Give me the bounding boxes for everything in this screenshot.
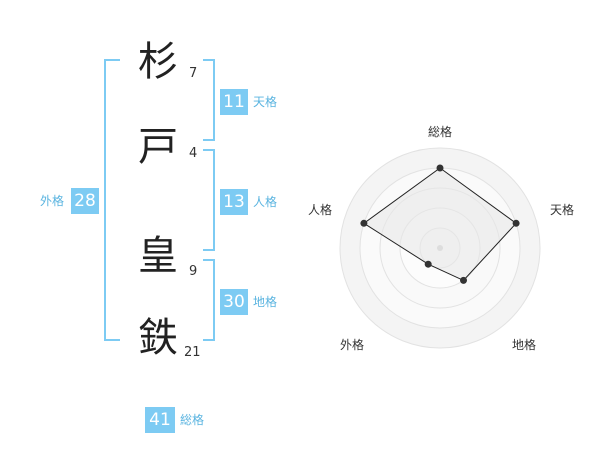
gai-kaku-badge: 28 [71, 188, 99, 214]
radar-axis-label-chi: 地格 [511, 338, 536, 352]
radar-axis-label-gai: 外格 [339, 338, 364, 352]
stroke-count-2: 4 [189, 146, 198, 161]
ten-kaku-badge: 11 [220, 89, 248, 115]
name-char-2: 戸 [138, 124, 178, 170]
ten-kaku-bracket [203, 59, 215, 141]
radar-point-4 [424, 260, 432, 268]
radar-axis-label-ten: 天格 [549, 203, 574, 217]
name-char-1: 杉 [138, 39, 178, 85]
jin-kaku-bracket [203, 149, 215, 251]
radar-series-polygon [363, 167, 517, 282]
gai-kaku-bracket [104, 59, 120, 341]
chi-kaku-badge: 30 [220, 289, 248, 315]
jin-kaku-badge: 13 [220, 189, 248, 215]
radar-point-5 [360, 219, 368, 227]
gai-kaku-label: 外格 [40, 194, 65, 208]
radar-point-1 [436, 164, 444, 172]
chi-kaku-bracket [203, 259, 215, 341]
stroke-count-4: 21 [184, 345, 201, 360]
radar-point-3 [460, 276, 467, 284]
name-char-3: 皇 [138, 233, 178, 279]
jin-kaku-label: 人格 [253, 195, 278, 209]
sou-kaku-label: 総格 [180, 413, 205, 427]
chi-kaku-label: 地格 [253, 295, 278, 309]
radar-axis-label-jin: 人格 [307, 203, 332, 217]
ten-kaku-label: 天格 [253, 95, 278, 109]
name-char-4: 鉄 [138, 315, 178, 361]
stroke-count-3: 9 [189, 264, 198, 279]
radar-point-2 [512, 219, 520, 227]
radar-axis-label-sou: 総格 [427, 125, 452, 139]
stroke-count-1: 7 [189, 66, 198, 81]
sou-kaku-badge: 41 [145, 407, 175, 433]
